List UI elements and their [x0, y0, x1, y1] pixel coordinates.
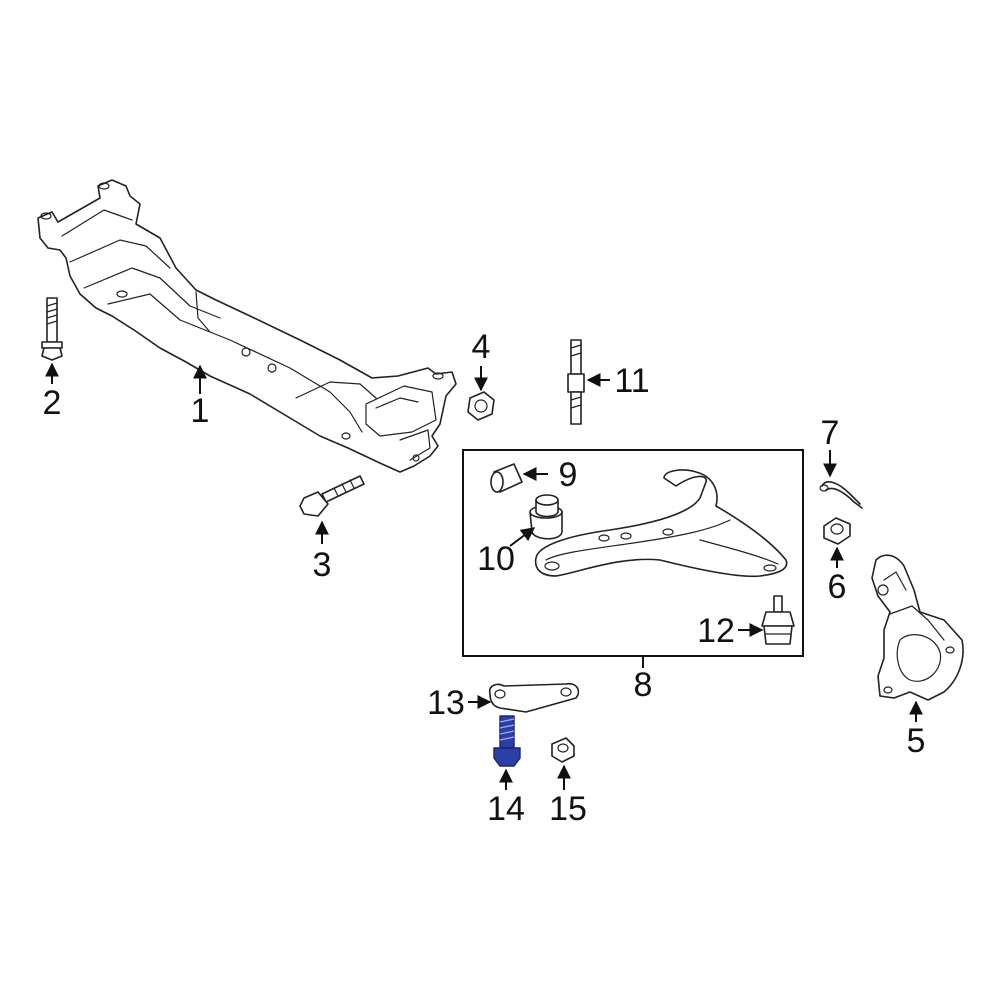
- callout-8[interactable]: 8: [634, 666, 653, 704]
- highlighted-bolt[interactable]: [493, 715, 521, 767]
- cotter-pin[interactable]: [819, 481, 863, 509]
- callout-14[interactable]: 14: [487, 790, 525, 828]
- flange-nut[interactable]: [551, 737, 575, 763]
- lower-control-arm-group-box: [462, 449, 804, 657]
- steering-knuckle[interactable]: [871, 554, 964, 701]
- callout-2[interactable]: 2: [43, 384, 62, 422]
- bracket-plate[interactable]: [488, 682, 580, 713]
- callout-6[interactable]: 6: [828, 568, 847, 606]
- callout-9[interactable]: 9: [559, 456, 578, 494]
- callout-4[interactable]: 4: [472, 328, 491, 366]
- ball-joint[interactable]: [761, 595, 795, 645]
- callout-5[interactable]: 5: [907, 722, 926, 760]
- subframe-crossmember[interactable]: [37, 179, 457, 473]
- callout-12[interactable]: 12: [697, 612, 735, 650]
- callout-3[interactable]: 3: [313, 546, 332, 584]
- rear-bushing[interactable]: [529, 494, 563, 540]
- callout-11[interactable]: 11: [614, 362, 649, 400]
- leader-lines: [45, 362, 923, 790]
- callout-7[interactable]: 7: [821, 414, 840, 452]
- lower-control-arm[interactable]: [534, 469, 788, 578]
- callout-10[interactable]: 10: [477, 540, 515, 578]
- subframe-bolt-long[interactable]: [41, 297, 63, 361]
- callout-1[interactable]: 1: [191, 392, 210, 430]
- callout-numbers: 1 2 3 4 5 6 7 8 9 10 11 12 13 14 15: [43, 328, 926, 828]
- lower-arm-stud[interactable]: [567, 339, 585, 425]
- leader-10: [509, 527, 536, 547]
- crossmember-nut[interactable]: [467, 391, 495, 421]
- castle-nut[interactable]: [823, 517, 851, 545]
- subframe-bolt-angled[interactable]: [299, 475, 365, 517]
- callout-15[interactable]: 15: [549, 790, 587, 828]
- front-bushing[interactable]: [490, 463, 523, 493]
- callout-13[interactable]: 13: [427, 684, 465, 722]
